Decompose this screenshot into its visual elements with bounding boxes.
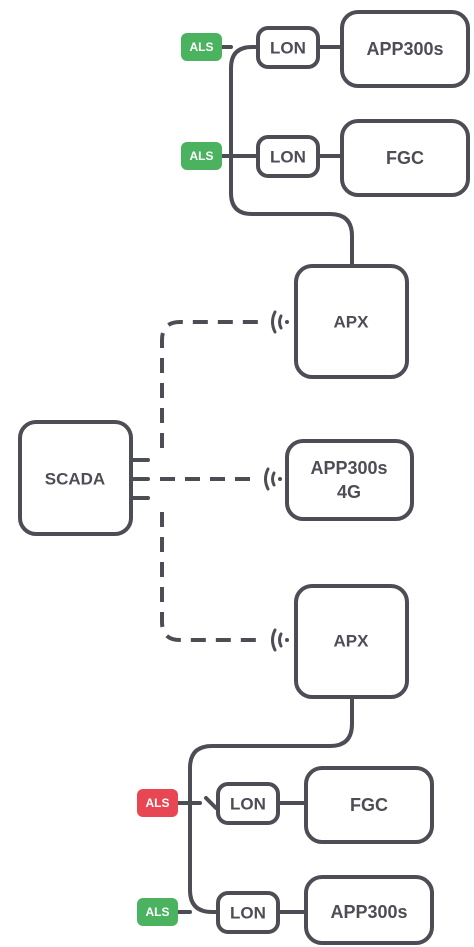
bottom-fgc-box[interactable] [304,766,434,844]
bottom-fgc-label: FGC [350,795,388,815]
wireless-link-apx-top [160,320,262,448]
apx-top-label: APX [334,313,370,332]
top-trunk-line [229,45,354,268]
wireless-link-apx-bottom [160,512,262,642]
top-fgc-label: FGC [386,148,424,168]
als-badge-label: ALS [146,796,170,810]
als-badge-bottom-1 [137,789,178,817]
lon-label: LON [270,148,306,167]
top-lon-box-1[interactable] [256,26,320,69]
als-badge-top-1 [181,33,222,61]
app300s-4g-box[interactable] [285,439,414,521]
apx-top-box[interactable] [294,264,409,379]
wireless-signal-icon [271,310,289,334]
wireless-signal-icon [264,467,282,491]
top-app300s-box[interactable] [340,10,470,88]
lon-label: LON [270,39,306,58]
bottom-app300s-label: APP300s [330,902,407,922]
als-badge-top-2 [181,142,222,170]
top-fgc-box[interactable] [340,119,470,197]
als-badge-label: ALS [190,40,214,54]
scada-label: SCADA [45,470,105,489]
bottom-app300s-box[interactable] [304,875,434,945]
wireless-signal-icon [271,628,289,652]
scada-box[interactable] [18,420,133,536]
app300s-4g-label-line1: APP300s [310,458,387,478]
bottom-trunk-line [188,695,354,914]
als-badge-label: ALS [190,149,214,163]
bottom-lon-box-1[interactable] [216,782,280,825]
apx-bottom-label: APX [334,632,370,651]
lon-label: LON [230,904,266,923]
top-lon-box-2[interactable] [256,135,320,178]
als-badge-label: ALS [146,905,170,919]
lon-label: LON [230,795,266,814]
top-app300s-label: APP300s [366,39,443,59]
bottom-lon-box-2[interactable] [216,891,280,934]
app300s-4g-label-line2: 4G [337,482,361,502]
apx-bottom-box[interactable] [294,584,409,699]
als-badge-bottom-2 [137,898,178,926]
bottom-branch-break [204,796,218,810]
